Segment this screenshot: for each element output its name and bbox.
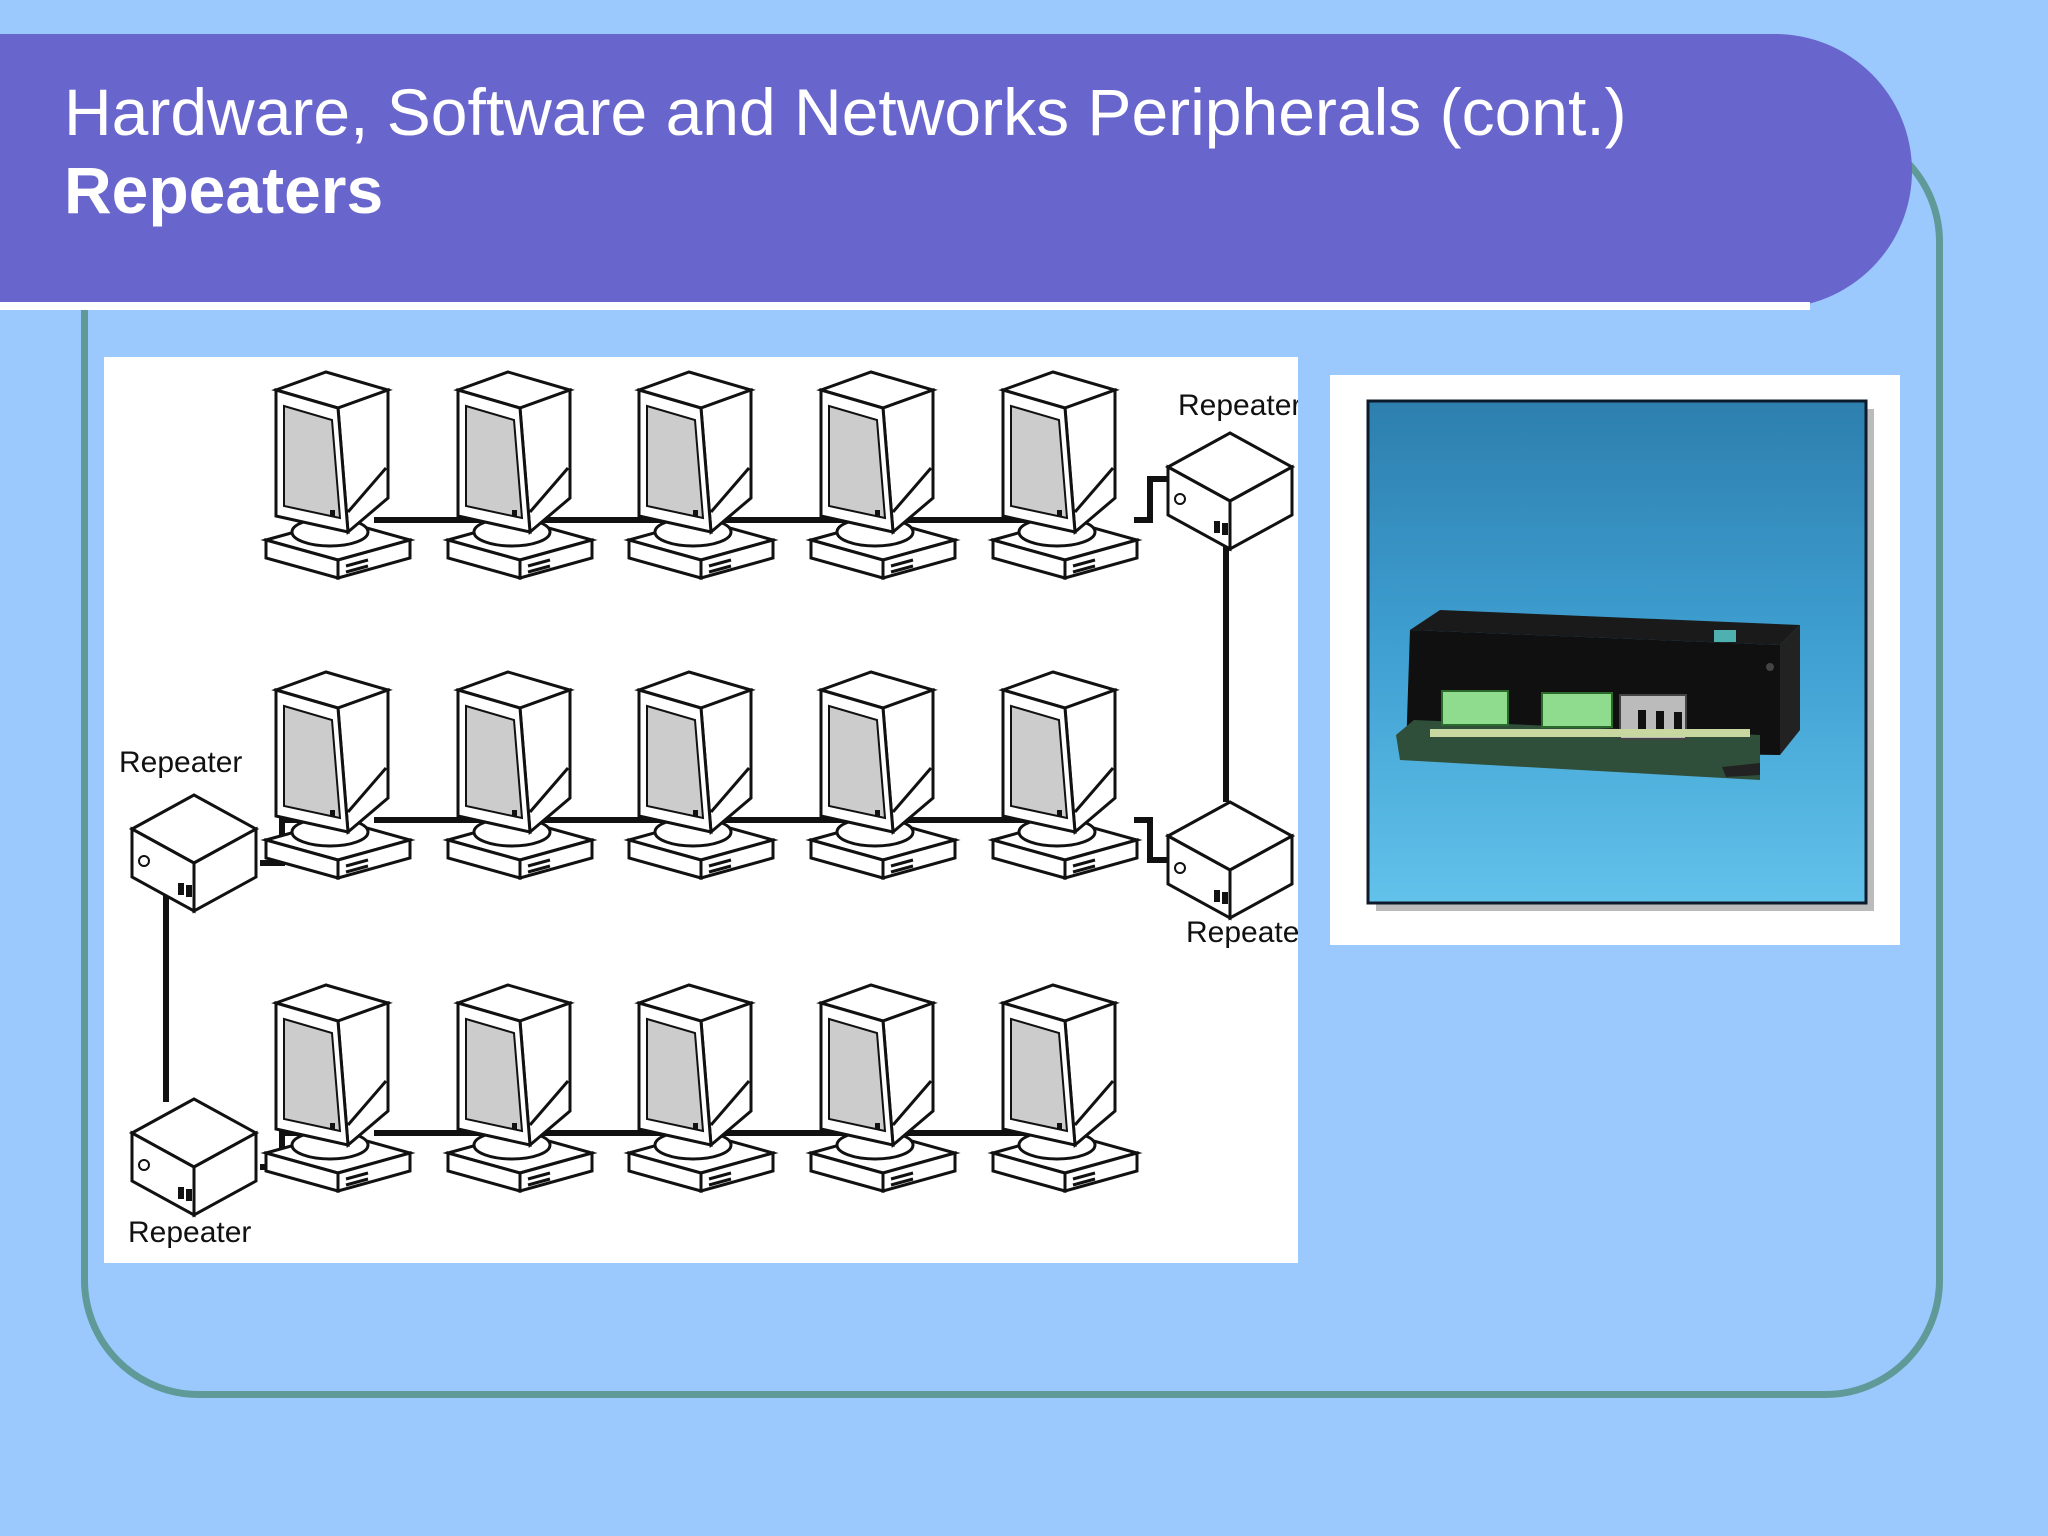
- repeater-label: Repeater: [1178, 389, 1298, 422]
- computer-icon: [809, 983, 957, 1193]
- slide-title: Hardware, Software and Networks Peripher…: [64, 75, 1627, 149]
- computer-icon: [446, 983, 594, 1193]
- computer-icon: [991, 370, 1139, 580]
- repeater-label: Repeater: [1186, 916, 1298, 949]
- computer-icon: [264, 983, 412, 1193]
- computer-icon: [991, 670, 1139, 880]
- computer-icon: [809, 670, 957, 880]
- network-diagram: Repeater Repeater Repeater Repeater: [104, 357, 1298, 1263]
- repeater-icon: [130, 1097, 258, 1217]
- repeater-label: Repeater: [119, 746, 242, 779]
- repeater-device-image: [1366, 399, 1874, 911]
- computer-icon: [809, 370, 957, 580]
- computer-icon: [446, 370, 594, 580]
- slide-subtitle: Repeaters: [64, 153, 384, 227]
- repeater-icon: [1166, 800, 1294, 920]
- computer-icon: [264, 370, 412, 580]
- repeater-icon: [130, 793, 258, 913]
- repeater-icon: [1166, 431, 1294, 551]
- title-divider: [0, 302, 1810, 310]
- computer-icon: [627, 983, 775, 1193]
- title-bar: Hardware, Software and Networks Peripher…: [0, 34, 1912, 310]
- repeater-label: Repeater: [128, 1216, 251, 1249]
- computer-icon: [446, 670, 594, 880]
- computer-icon: [991, 983, 1139, 1193]
- computer-icon: [627, 670, 775, 880]
- repeater-device-icon: [1396, 610, 1800, 780]
- network-diagram-svg: Repeater Repeater Repeater Repeater: [119, 370, 1298, 1249]
- computer-icon: [627, 370, 775, 580]
- computer-icon: [264, 670, 412, 880]
- repeater-photo: [1330, 375, 1900, 945]
